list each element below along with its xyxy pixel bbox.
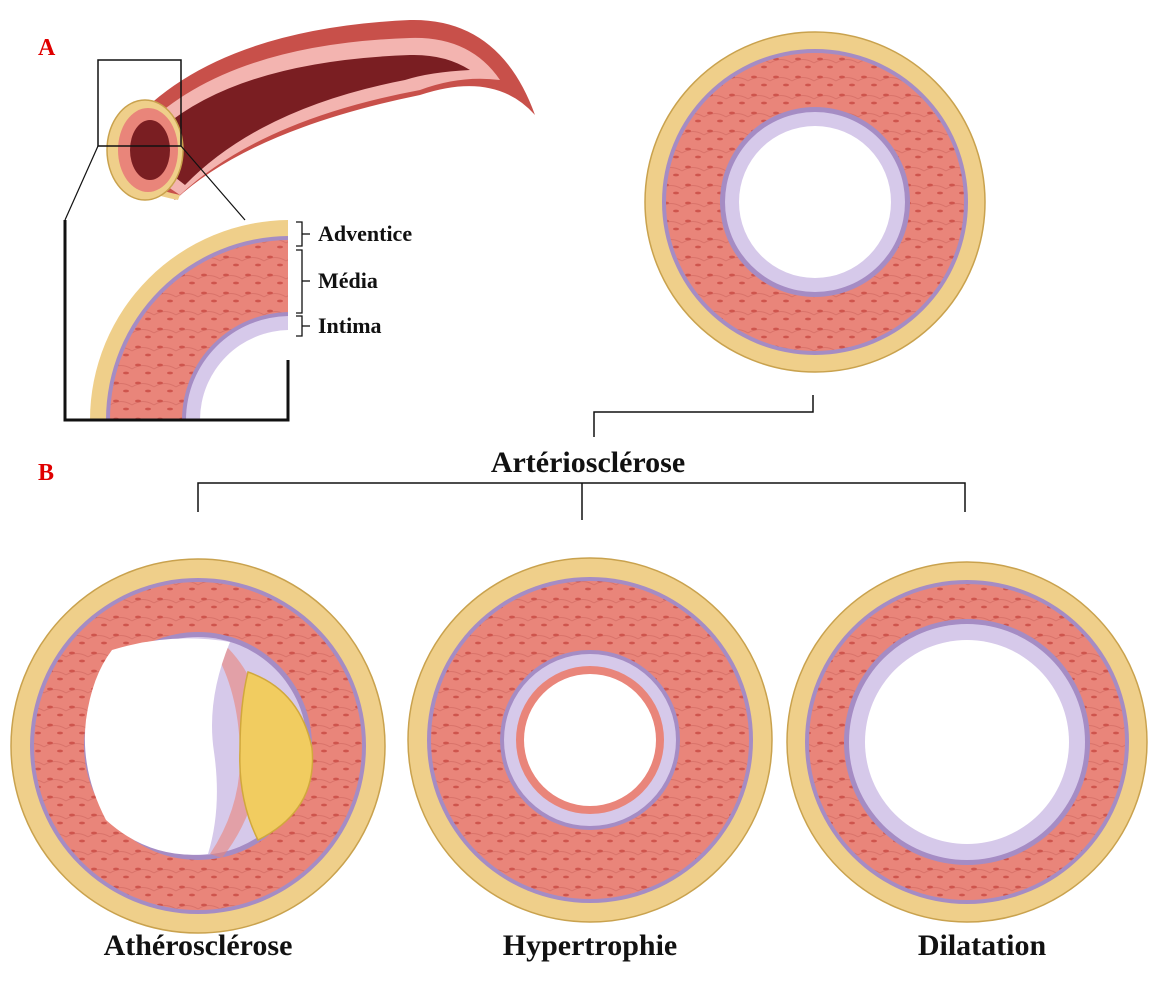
atherosclerosis-artery xyxy=(11,559,385,933)
label-arteriosclerose: Artériosclérose xyxy=(491,446,685,479)
label-media: Média xyxy=(318,268,378,293)
normal-artery xyxy=(645,32,985,372)
label-dilatation: Dilatation xyxy=(918,929,1047,962)
panel-label-b: B xyxy=(38,460,54,486)
zoom-line-left xyxy=(65,146,98,220)
panel-label-a: A xyxy=(38,35,56,61)
label-hypertrophie: Hypertrophie xyxy=(503,929,677,962)
hypertrophy-artery xyxy=(408,558,772,922)
label-atherosclerose: Athérosclérose xyxy=(104,929,293,962)
dilatation-artery xyxy=(787,562,1147,922)
layer-brackets xyxy=(296,222,310,336)
label-intima: Intima xyxy=(318,313,382,338)
vessel-illustration xyxy=(107,20,535,200)
label-adventice: Adventice xyxy=(318,221,412,246)
